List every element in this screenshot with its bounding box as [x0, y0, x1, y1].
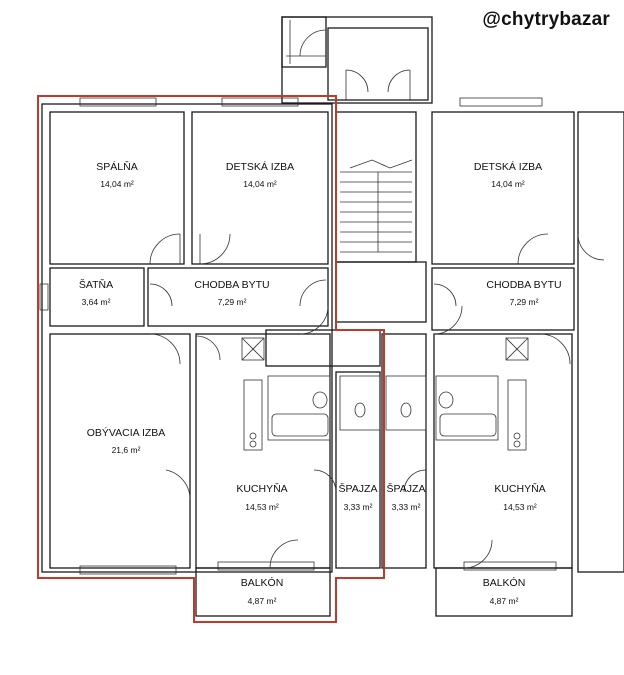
room-area-obyvacia: 21,6 m² [112, 445, 141, 455]
left-apartment-walls [39, 97, 381, 617]
room-area-satna: 3,64 m² [82, 297, 111, 307]
room-name-kuchyna-left: KUCHYŇA [236, 482, 287, 495]
room-area-spajza-right: 3,33 m² [392, 502, 421, 512]
room-area-kuchyna-right: 14,53 m² [503, 502, 537, 512]
room-name-chodba-right: CHODBA BYTU [486, 279, 561, 291]
watermark-handle: @chytrybazar [482, 9, 610, 30]
room-area-detska-right: 14,04 m² [491, 179, 525, 189]
room-area-chodba-right: 7,29 m² [510, 297, 539, 307]
room-name-detska-left: DETSKÁ IZBA [226, 160, 294, 173]
room-name-spalna: SPÁLŇA [96, 160, 137, 173]
room-area-balkon-left: 4,87 m² [248, 596, 277, 606]
room-name-satna: ŠATŇA [79, 278, 113, 291]
room-name-balkon-right: BALKÓN [483, 576, 526, 589]
room-area-kuchyna-left: 14,53 m² [245, 502, 279, 512]
right-apartment-walls [381, 97, 624, 617]
room-name-chodba-left: CHODBA BYTU [194, 279, 269, 291]
room-name-spajza-right: ŠPAJZA [387, 482, 426, 495]
stairwell [265, 16, 433, 367]
room-labels: SPÁLŇA 14,04 m² DETSKÁ IZBA 14,04 m² ŠAT… [79, 160, 562, 606]
room-name-spajza-left: ŠPAJZA [339, 482, 378, 495]
room-area-chodba-left: 7,29 m² [218, 297, 247, 307]
stair-steps [340, 171, 412, 253]
room-area-spajza-left: 3,33 m² [344, 502, 373, 512]
room-area-balkon-right: 4,87 m² [490, 596, 519, 606]
apartment-highlight [37, 95, 385, 623]
room-name-balkon-left: BALKÓN [241, 576, 284, 589]
room-name-obyvacia: OBÝVACIA IZBA [87, 426, 166, 439]
room-area-detska-left: 14,04 m² [243, 179, 277, 189]
room-name-detska-right: DETSKÁ IZBA [474, 160, 542, 173]
room-area-spalna: 14,04 m² [100, 179, 134, 189]
room-name-kuchyna-right: KUCHYŇA [494, 482, 545, 495]
